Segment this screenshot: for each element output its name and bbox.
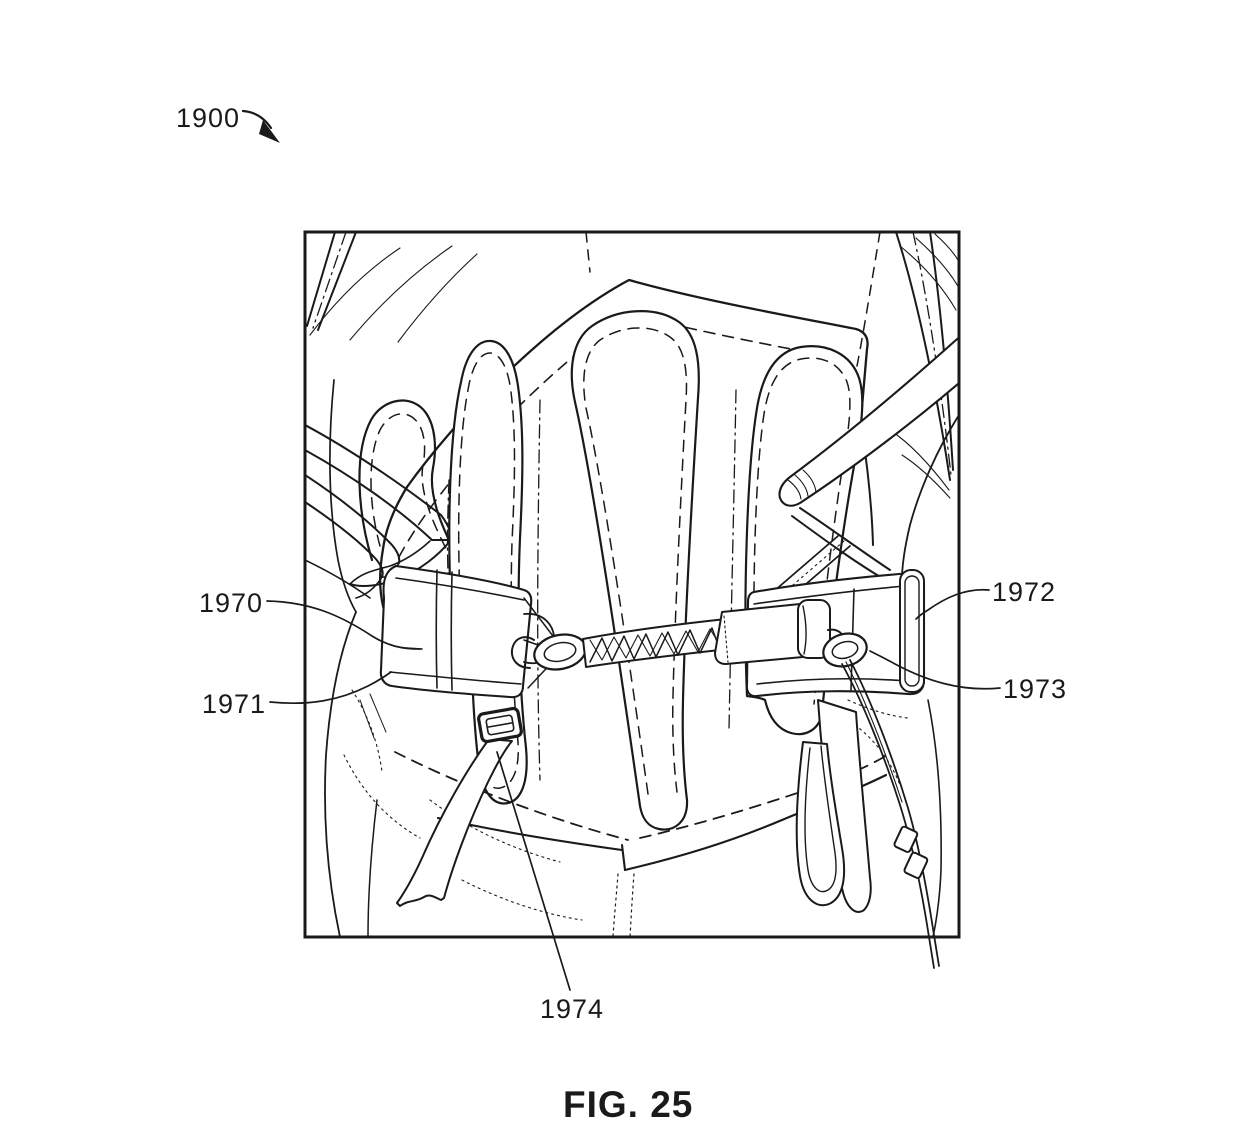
cord-toggle <box>903 851 929 879</box>
cord-ring-right-inner <box>831 640 859 660</box>
wrap-strap-edge <box>306 449 433 541</box>
braid-zigzag <box>589 627 721 663</box>
center-seam-dashed <box>585 233 591 273</box>
hanging-loop <box>795 741 846 907</box>
finger-stitch-line <box>537 399 541 781</box>
wrinkle-dotted <box>351 689 383 773</box>
wrinkle-dotted <box>461 879 583 921</box>
slot-outline <box>570 310 700 831</box>
torso-left-edge <box>329 379 357 613</box>
label-1973: 1973 <box>1003 674 1067 704</box>
trailing-cords <box>841 659 940 969</box>
shoulder-strap-left-edge <box>306 233 336 327</box>
cord-line <box>845 661 903 803</box>
web-line <box>523 597 557 641</box>
braid-zigzag <box>589 628 723 661</box>
strap-gather-line <box>802 469 817 493</box>
band-left-curl <box>378 485 409 612</box>
hem-step <box>620 843 627 872</box>
finger-stitch-line <box>728 389 737 731</box>
wrinkle-line <box>901 454 951 499</box>
shoulder-strap-right-edge <box>929 233 954 471</box>
leader-1972 <box>915 588 990 620</box>
cord-line <box>849 659 940 967</box>
label-1900: 1900 <box>176 103 240 133</box>
hip-right-edge <box>927 699 942 936</box>
left-buckle-strap <box>396 706 523 907</box>
strap-stitch-line <box>912 233 952 476</box>
seam-dashed <box>856 233 881 367</box>
back-brace-drawing <box>306 233 958 936</box>
wrinkle-line <box>309 247 401 336</box>
hip-left-edge <box>324 611 357 936</box>
shoulder-strap-left-edge <box>317 233 357 331</box>
pant-crease-dotted <box>629 873 635 936</box>
strap-edge <box>799 507 891 571</box>
wrap-strap-edge <box>306 501 384 578</box>
cord-ring-left-inner <box>543 641 577 663</box>
diagonal-strap <box>778 337 958 507</box>
arrowhead-1900 <box>259 120 280 143</box>
buckle-bar <box>486 721 514 729</box>
wrinkle-dotted <box>847 699 909 719</box>
cord-end-cap-line <box>802 605 807 655</box>
body-contours <box>306 233 958 936</box>
strap-flap <box>349 540 431 585</box>
panel-top-band-line <box>395 577 525 601</box>
hanging-loop-inner <box>804 745 837 893</box>
hatch-line <box>369 693 387 733</box>
label-1972: 1972 <box>992 577 1056 607</box>
right-hanging-strap <box>795 699 872 913</box>
belt-keeper-loop-inner <box>904 575 920 687</box>
wrinkle-dotted <box>429 799 561 863</box>
slot-dashed-inner <box>583 327 688 795</box>
wrinkle-line <box>915 237 958 287</box>
hatch-line <box>359 699 375 739</box>
panel-seam <box>435 569 438 689</box>
wrinkle-line <box>397 253 478 343</box>
pant-crease-dotted <box>612 873 619 936</box>
panel-seam <box>450 571 453 691</box>
strap-gather-line <box>787 479 802 500</box>
wrinkle-line <box>899 245 957 311</box>
leader-1970 <box>266 600 421 650</box>
cord-toggle <box>893 825 919 853</box>
leader-1973 <box>869 650 1001 690</box>
panel-outline <box>745 571 926 698</box>
wrinkle-dotted <box>343 754 421 839</box>
figure-caption: FIG. 25 <box>563 1084 693 1125</box>
panel-outline <box>379 564 533 699</box>
leader-lines <box>241 109 1001 991</box>
cord-ring-right <box>822 632 868 668</box>
right-belt-panel <box>745 569 926 698</box>
center-cord-assembly <box>510 599 868 671</box>
hem-dashed <box>639 756 885 839</box>
slot-dashed-inner <box>457 352 520 789</box>
left-belt-panel <box>379 564 559 699</box>
shoulder-strap-right-edge <box>895 233 951 481</box>
hanging-strap <box>396 738 513 907</box>
panel-bottom-band-line <box>389 671 522 685</box>
strap-gather-line <box>794 474 809 497</box>
cord-line <box>841 663 935 969</box>
strap-edge <box>791 515 883 579</box>
right-straps <box>765 337 958 611</box>
label-1970: 1970 <box>199 588 263 618</box>
wrinkle-line <box>349 245 453 341</box>
wrinkle-line <box>934 233 958 261</box>
belt-keeper-loop <box>899 569 925 693</box>
strap-stitch-line <box>312 233 347 329</box>
leader-1974 <box>496 751 571 991</box>
torso-right-edge <box>900 415 958 591</box>
slot-dashed-inner <box>370 413 453 561</box>
label-1974: 1974 <box>540 994 604 1024</box>
leader-arrow-1900 <box>241 109 273 130</box>
label-1971: 1971 <box>202 689 266 719</box>
ladder-buckle <box>477 706 523 744</box>
thigh-line <box>367 799 378 936</box>
cord-hook <box>510 636 535 669</box>
leader-1971 <box>269 671 392 705</box>
